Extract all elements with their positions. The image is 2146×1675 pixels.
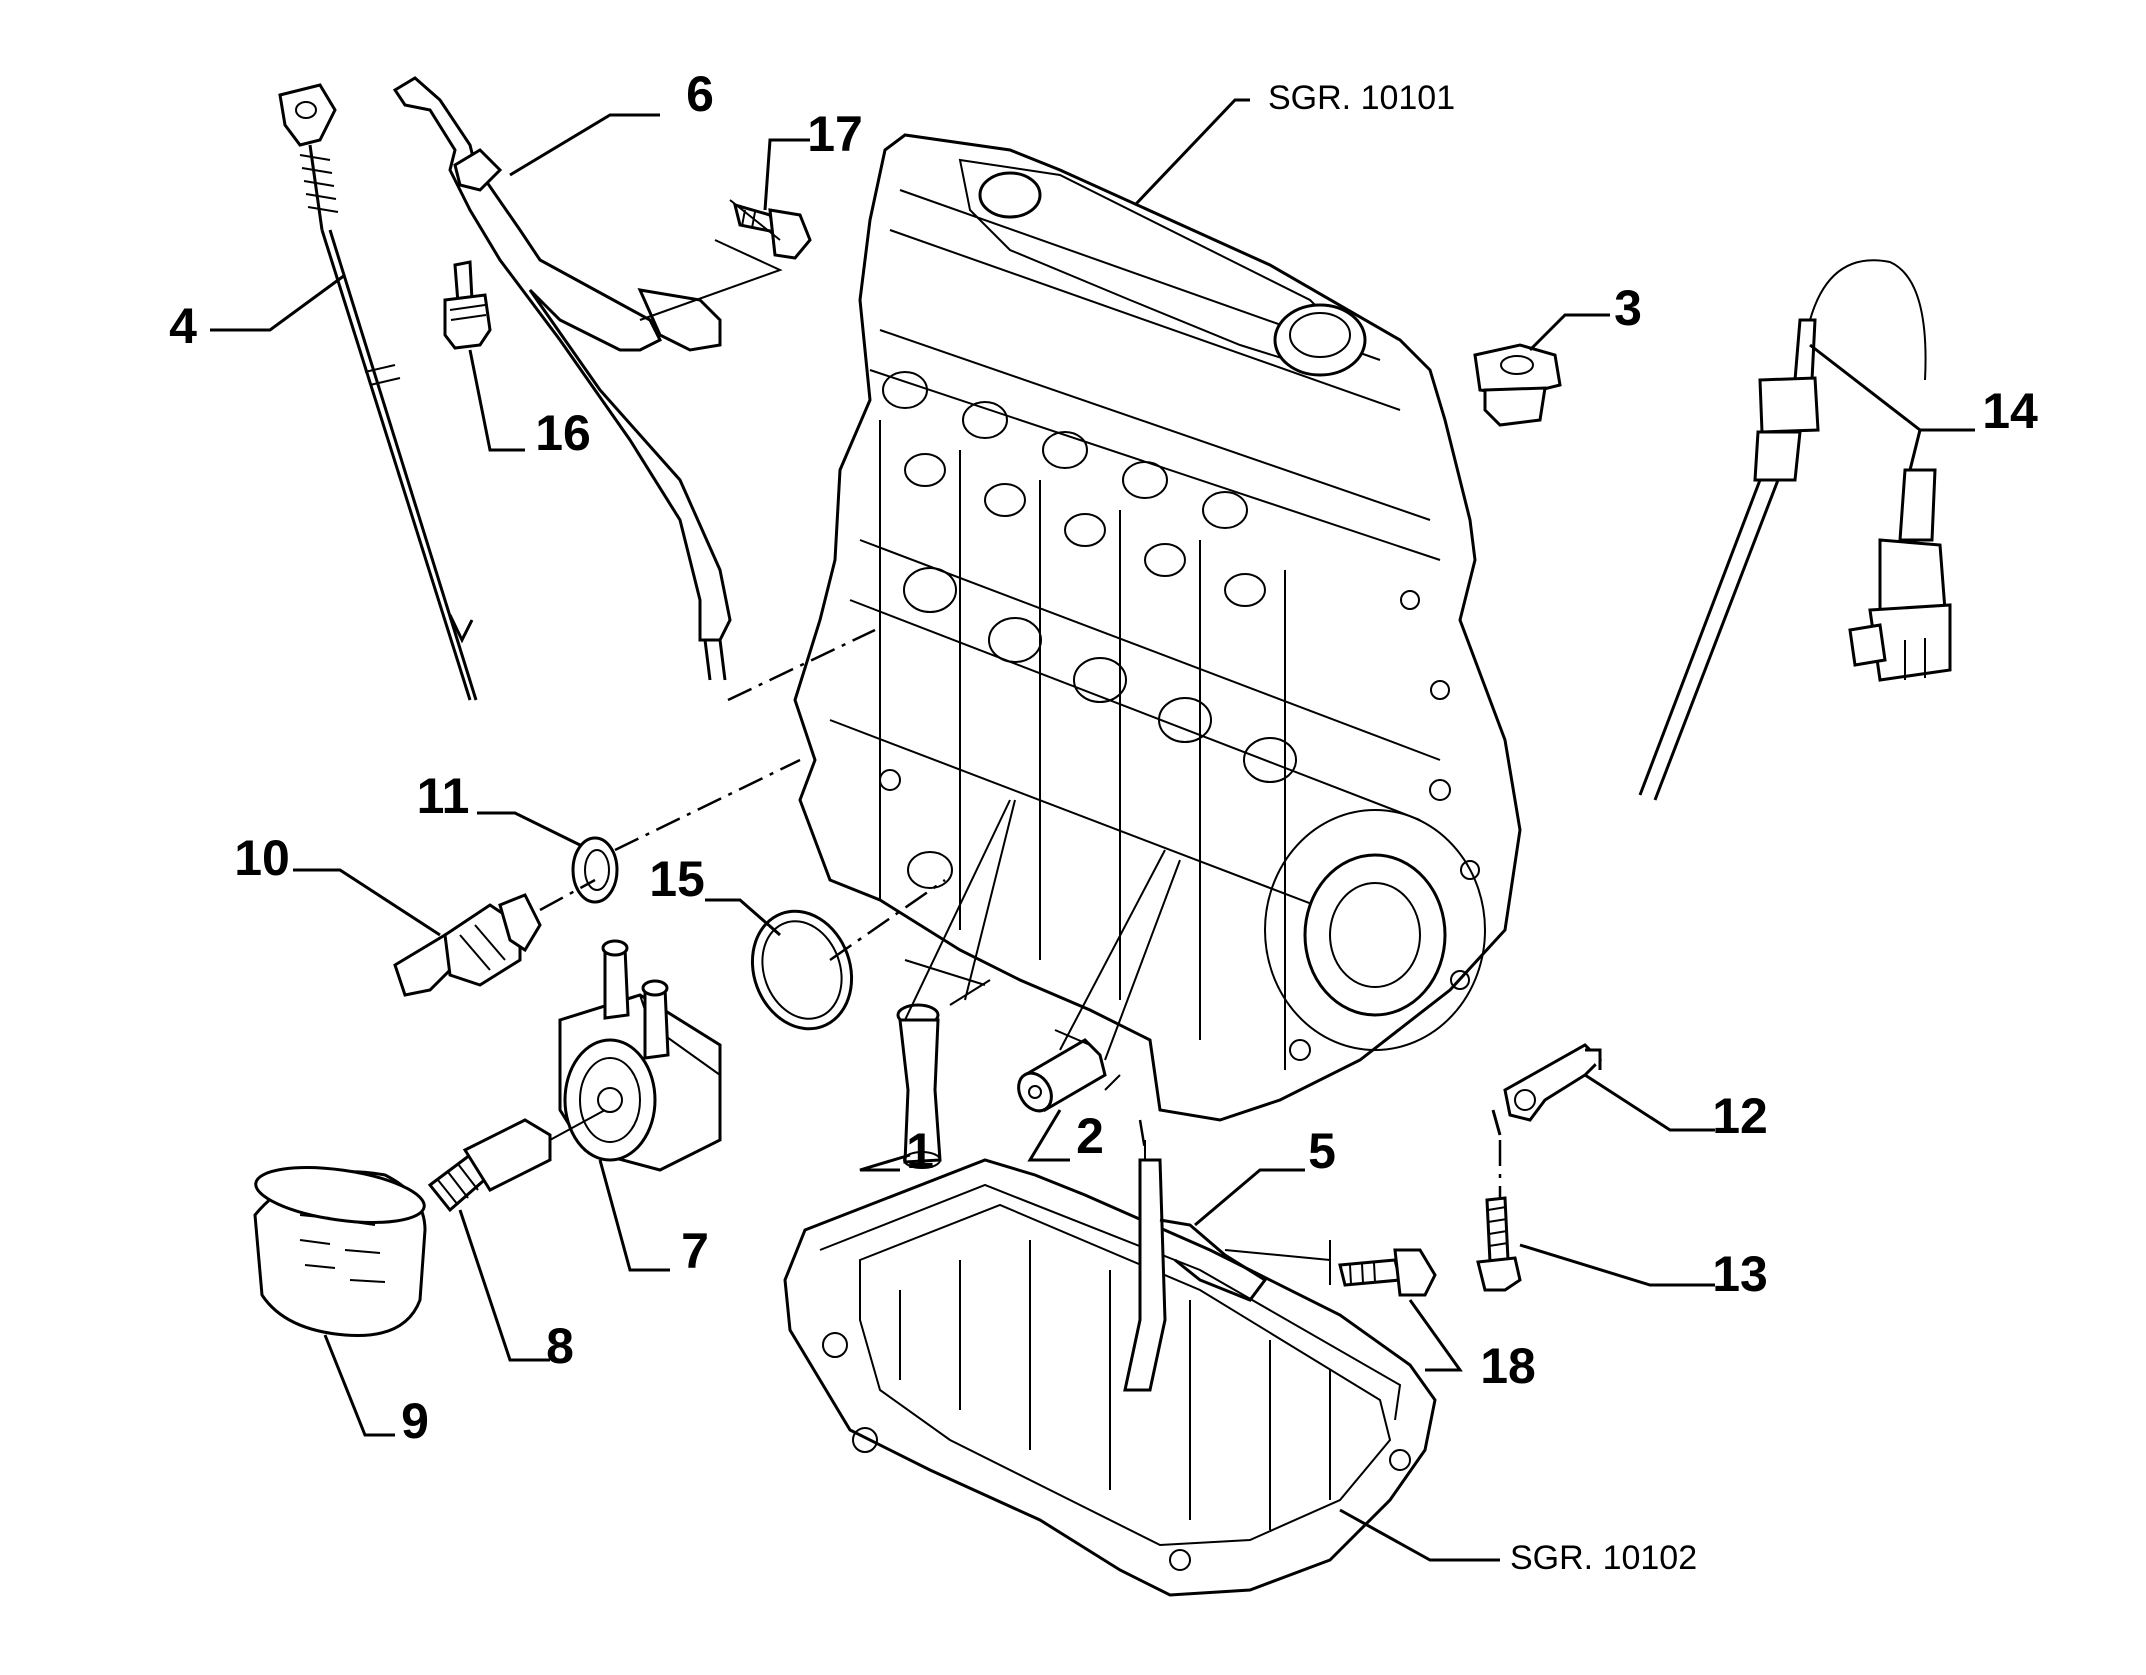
label-7: 7	[681, 1223, 709, 1279]
label-3: 3	[1614, 280, 1642, 336]
label-8: 8	[546, 1318, 574, 1374]
oil-filter	[253, 1166, 427, 1338]
screw-13	[1476, 1196, 1522, 1292]
oil-pressure-switch	[393, 893, 542, 997]
washer-11	[571, 836, 619, 904]
label-4: 4	[169, 298, 197, 354]
plug-3	[1473, 343, 1562, 427]
part-labels: 4 6 17 16 3 14 11 10 15 1 2 5 12 13 18 7…	[169, 66, 2038, 1449]
engine-block	[793, 133, 1522, 1122]
temperature-probe	[1638, 259, 1952, 801]
label-5: 5	[1308, 1123, 1336, 1179]
oil-cooler	[558, 939, 722, 1172]
label-1: 1	[906, 1123, 934, 1179]
label-6: 6	[686, 66, 714, 122]
union-bolt	[427, 1109, 606, 1213]
bushing-1	[896, 1003, 942, 1169]
oil-sump	[783, 1158, 1437, 1597]
label-15: 15	[649, 851, 705, 907]
label-16: 16	[535, 405, 591, 461]
label-11: 11	[417, 768, 470, 824]
reference-block: SGR. 10101	[1268, 79, 1455, 117]
reference-sump: SGR. 10102	[1510, 1539, 1697, 1577]
dipstick-guide-tube	[392, 76, 732, 681]
label-14: 14	[1982, 383, 2038, 439]
o-ring-15	[750, 909, 854, 1031]
screw-16	[443, 260, 492, 350]
label-12: 12	[1712, 1088, 1768, 1144]
label-10: 10	[234, 830, 290, 886]
label-9: 9	[401, 1393, 429, 1449]
dipstick	[278, 83, 478, 701]
label-17: 17	[807, 106, 863, 162]
leader-lines	[210, 98, 1975, 1562]
assembly-lines	[539, 628, 1502, 1200]
sleeve-2	[1017, 1038, 1107, 1113]
bracket-12	[1491, 1043, 1603, 1136]
label-18: 18	[1480, 1338, 1536, 1394]
oil-pickup-pipe	[1123, 1140, 1268, 1392]
reference-labels: SGR. 10101 SGR. 10102	[1268, 79, 1697, 1577]
screw-18	[1338, 1248, 1437, 1297]
label-13: 13	[1712, 1246, 1768, 1302]
label-2: 2	[1076, 1108, 1104, 1164]
